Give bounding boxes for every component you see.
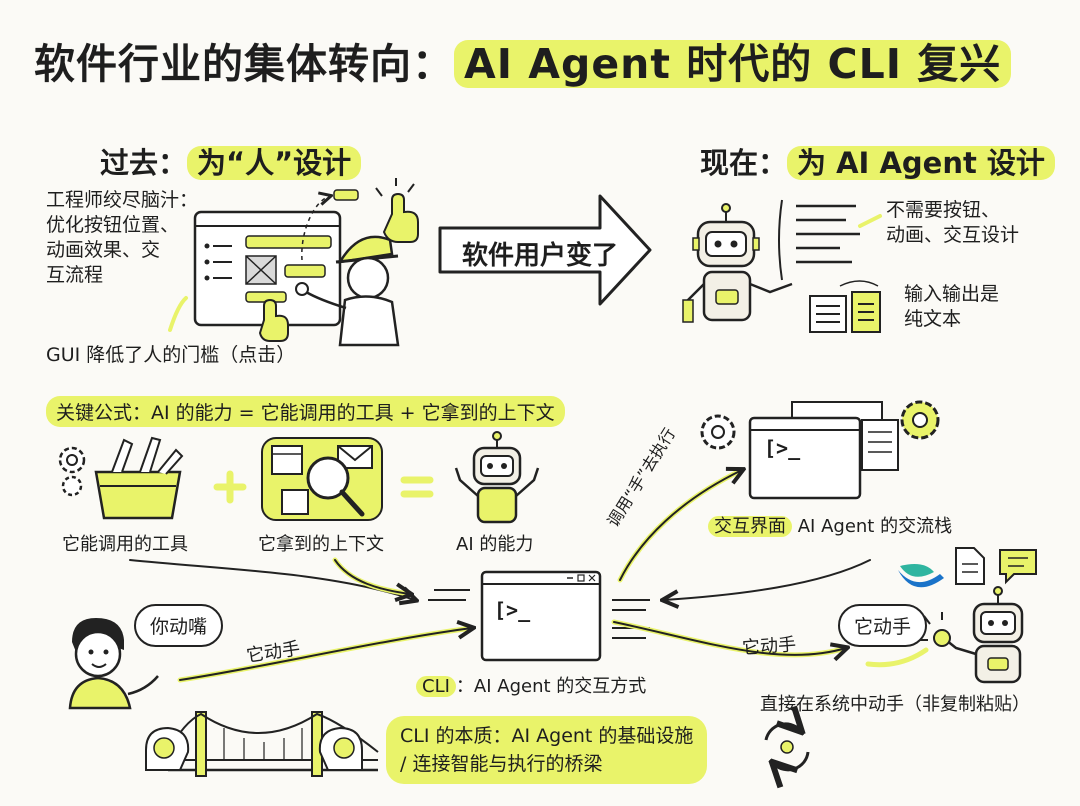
io-text: 输入输出是 纯文本 [904, 282, 999, 332]
toolbox-illustration [94, 436, 184, 520]
gear-icon-left [58, 446, 86, 497]
essence-box: CLI 的本质：AI Agent 的基础设施 / 连接智能与执行的桥梁 [386, 716, 708, 784]
essence-line-2: / 连接智能与执行的桥梁 [400, 753, 603, 775]
now-label: 现在： [700, 146, 788, 180]
past-highlight: 为“人”设计 [187, 146, 362, 180]
past-heading: 过去：为“人”设计 [100, 140, 362, 182]
human-speech-bubble: 你动嘴 [134, 604, 224, 647]
app-logo-icon [898, 564, 944, 588]
page-title-highlight: AI Agent 时代的 CLI 复兴 [454, 40, 1012, 88]
pointing-hand-icon [375, 178, 419, 243]
engineer-text-line: 互流程 [46, 264, 104, 286]
transition-arrow-shape [438, 194, 652, 306]
human-illustration [68, 618, 159, 710]
brain-head-icon-left [145, 726, 190, 771]
interface-caption-text: AI Agent 的交流栈 [797, 516, 953, 537]
right-it-acts-label: 它动手 [741, 634, 797, 659]
robot-speech-bubble: 它动手 [838, 604, 928, 647]
engineer-text-line: 动画效果、交 [46, 239, 161, 261]
robot-caption: 直接在系统中动手（非复制粘贴） [760, 694, 1030, 715]
essence-line-1: CLI 的本质：AI Agent 的基础设施 [400, 725, 694, 747]
gear-icon-yellow [900, 400, 940, 440]
no-need-line: 不需要按钮、 [886, 199, 1001, 221]
interface-prompt: [>_ [764, 436, 801, 460]
gear-icon-interface [700, 414, 736, 450]
no-need-text: 不需要按钮、 动画、交互设计 [886, 198, 1019, 248]
click-hand-icon [258, 298, 289, 342]
engineer-text-line: 工程师绞尽脑汁： [46, 189, 199, 211]
gui-window-illustration [193, 189, 359, 327]
cli-prompt: [>_ [494, 598, 531, 622]
equals-sign [400, 476, 434, 498]
no-need-line: 动画、交互设计 [886, 224, 1020, 246]
document-icon [955, 547, 985, 585]
robot-acting-illustration [918, 586, 1024, 684]
io-text-line: 纯文本 [904, 308, 962, 330]
engineer-text-line: 优化按钮位置、 [46, 214, 180, 236]
tools-label: 它能调用的工具 [62, 534, 188, 555]
formula-label: 关键公式：AI 的能力 = 它能调用的工具 + 它拿到的上下文 [46, 396, 565, 427]
cli-caption: CLI：AI Agent 的交互方式 [416, 672, 646, 698]
cycle-arrows-icon [764, 724, 810, 770]
context-label: 它拿到的上下文 [258, 534, 384, 555]
engineer-illustration [295, 235, 400, 347]
cli-caption-highlight: CLI [416, 676, 456, 697]
brain-head-icon-right [318, 726, 363, 771]
robot-now-illustration [682, 203, 793, 323]
engineer-text-block: 工程师绞尽脑汁： 优化按钮位置、 动画效果、交 互流程 [46, 188, 198, 288]
gui-caption: GUI 降低了人的门槛（点击） [46, 344, 296, 366]
cli-caption-text: ：AI Agent 的交互方式 [455, 676, 647, 697]
text-lines-illustration [778, 199, 882, 333]
transition-label: 软件用户变了 [462, 241, 619, 271]
cli-window-illustration [428, 570, 650, 662]
ability-label: AI 的能力 [456, 534, 534, 555]
interface-caption: 交互界面 AI Agent 的交流栈 [708, 512, 952, 538]
now-heading: 现在：为 AI Agent 设计 [700, 140, 1055, 182]
plus-sign [213, 470, 247, 504]
context-card-illustration [261, 437, 383, 521]
interface-caption-highlight: 交互界面 [708, 516, 792, 537]
io-text-line: 输入输出是 [904, 283, 1000, 305]
flow-arrows [129, 470, 871, 683]
page-title-main: 软件行业的集体转向： [34, 40, 454, 88]
robot-ability-illustration [454, 431, 540, 524]
past-label: 过去： [100, 146, 188, 180]
chat-icon [999, 549, 1037, 585]
interface-window-illustration [748, 401, 899, 500]
page-title: 软件行业的集体转向：AI Agent 时代的 CLI 复兴 [34, 30, 1012, 90]
now-highlight: 为 AI Agent 设计 [787, 146, 1055, 180]
